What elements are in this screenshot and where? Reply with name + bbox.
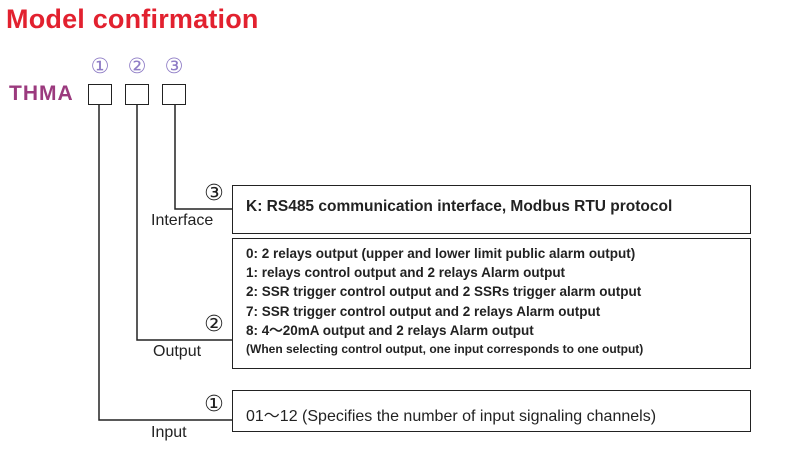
- interface-label: Interface: [151, 212, 214, 229]
- output-options-list: 0: 2 relays output (upper and lower limi…: [246, 244, 643, 359]
- connector-input: [98, 105, 233, 421]
- top-marker-1: ①: [90, 55, 110, 78]
- input-marker: ①: [204, 391, 224, 416]
- output-option-8: 8: 4～20mA output and 2 relays Alarm outp…: [246, 322, 534, 338]
- page-title: Model confirmation: [6, 4, 259, 34]
- connector-interface: [174, 105, 233, 210]
- output-marker: ②: [204, 311, 224, 336]
- output-option-0: 0: 2 relays output (upper and lower limi…: [246, 246, 636, 261]
- output-option-2: 2: SSR trigger control output and 2 SSRs…: [246, 284, 642, 300]
- input-label: Input: [151, 424, 187, 441]
- top-marker-3: ③: [164, 55, 184, 78]
- connector-output: [136, 105, 233, 341]
- model-slot-1: [88, 84, 112, 105]
- input-text: 01～12 (Specifies the number of input sig…: [246, 408, 657, 425]
- model-slot-2: [125, 84, 149, 105]
- output-option-7: 7: SSR trigger control output and 2 rela…: [246, 303, 601, 319]
- top-marker-2: ②: [127, 55, 147, 78]
- output-label: Output: [153, 343, 202, 360]
- output-note: (When selecting control output, one inpu…: [246, 342, 644, 357]
- interface-box: K: RS485 communication interface, Modbus…: [232, 185, 751, 234]
- interface-marker: ③: [204, 180, 224, 205]
- input-box: 01～12 (Specifies the number of input sig…: [232, 390, 751, 432]
- interface-text: K: RS485 communication interface, Modbus…: [246, 198, 673, 215]
- output-option-1: 1: relays control output and 2 relays Al…: [246, 265, 566, 281]
- model-prefix: THMA: [9, 82, 74, 105]
- model-slot-3: [162, 84, 186, 105]
- output-box: 0: 2 relays output (upper and lower limi…: [232, 238, 751, 369]
